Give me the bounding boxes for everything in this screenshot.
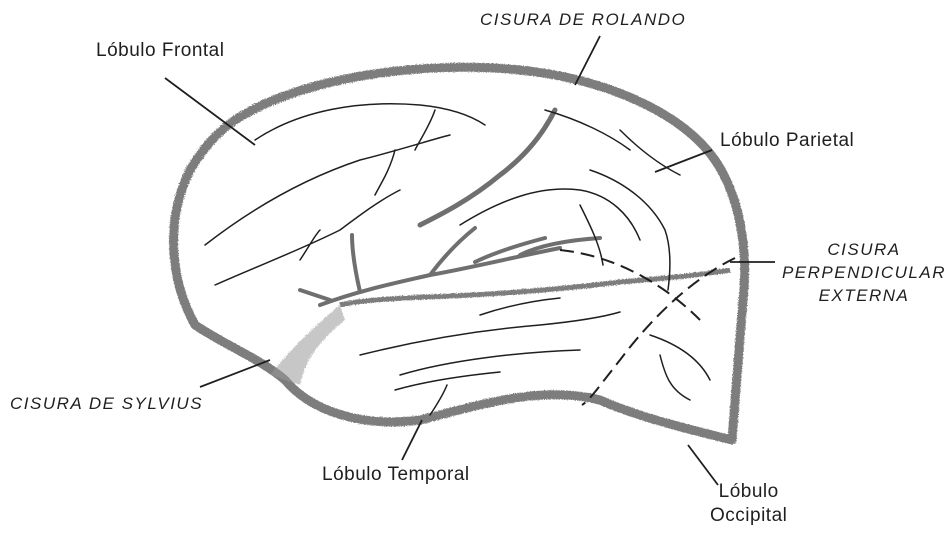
- label-cisura-sylvius: CISURA DE SYLVIUS: [10, 394, 203, 414]
- label-cisura-perpendicular-line1: CISURA: [780, 238, 948, 261]
- label-cisura-perpendicular: CISURA PERPENDICULAR EXTERNA: [780, 238, 948, 307]
- temporal-inner-boundary: [340, 270, 730, 305]
- label-cisura-rolando: CISURA DE ROLANDO: [480, 10, 686, 30]
- dark-sulci: [300, 228, 600, 305]
- label-lobulo-parietal: Lóbulo Parietal: [720, 130, 854, 152]
- label-lobulo-occipital-line1: Lóbulo: [710, 480, 787, 504]
- label-lobulo-temporal: Lóbulo Temporal: [322, 464, 470, 486]
- label-cisura-perpendicular-line3: EXTERNA: [780, 284, 948, 307]
- sylvius-shading: [270, 305, 345, 385]
- label-lobulo-occipital: Lóbulo Occipital: [710, 480, 787, 528]
- brain-outline: [174, 67, 745, 440]
- perpendicular-fissure-dashed: [560, 250, 735, 405]
- label-cisura-perpendicular-line2: PERPENDICULAR: [780, 261, 948, 284]
- label-lobulo-occipital-line2: Occipital: [710, 504, 787, 528]
- rolando-fissure: [420, 110, 555, 225]
- label-lobulo-frontal: Lóbulo Frontal: [96, 40, 224, 62]
